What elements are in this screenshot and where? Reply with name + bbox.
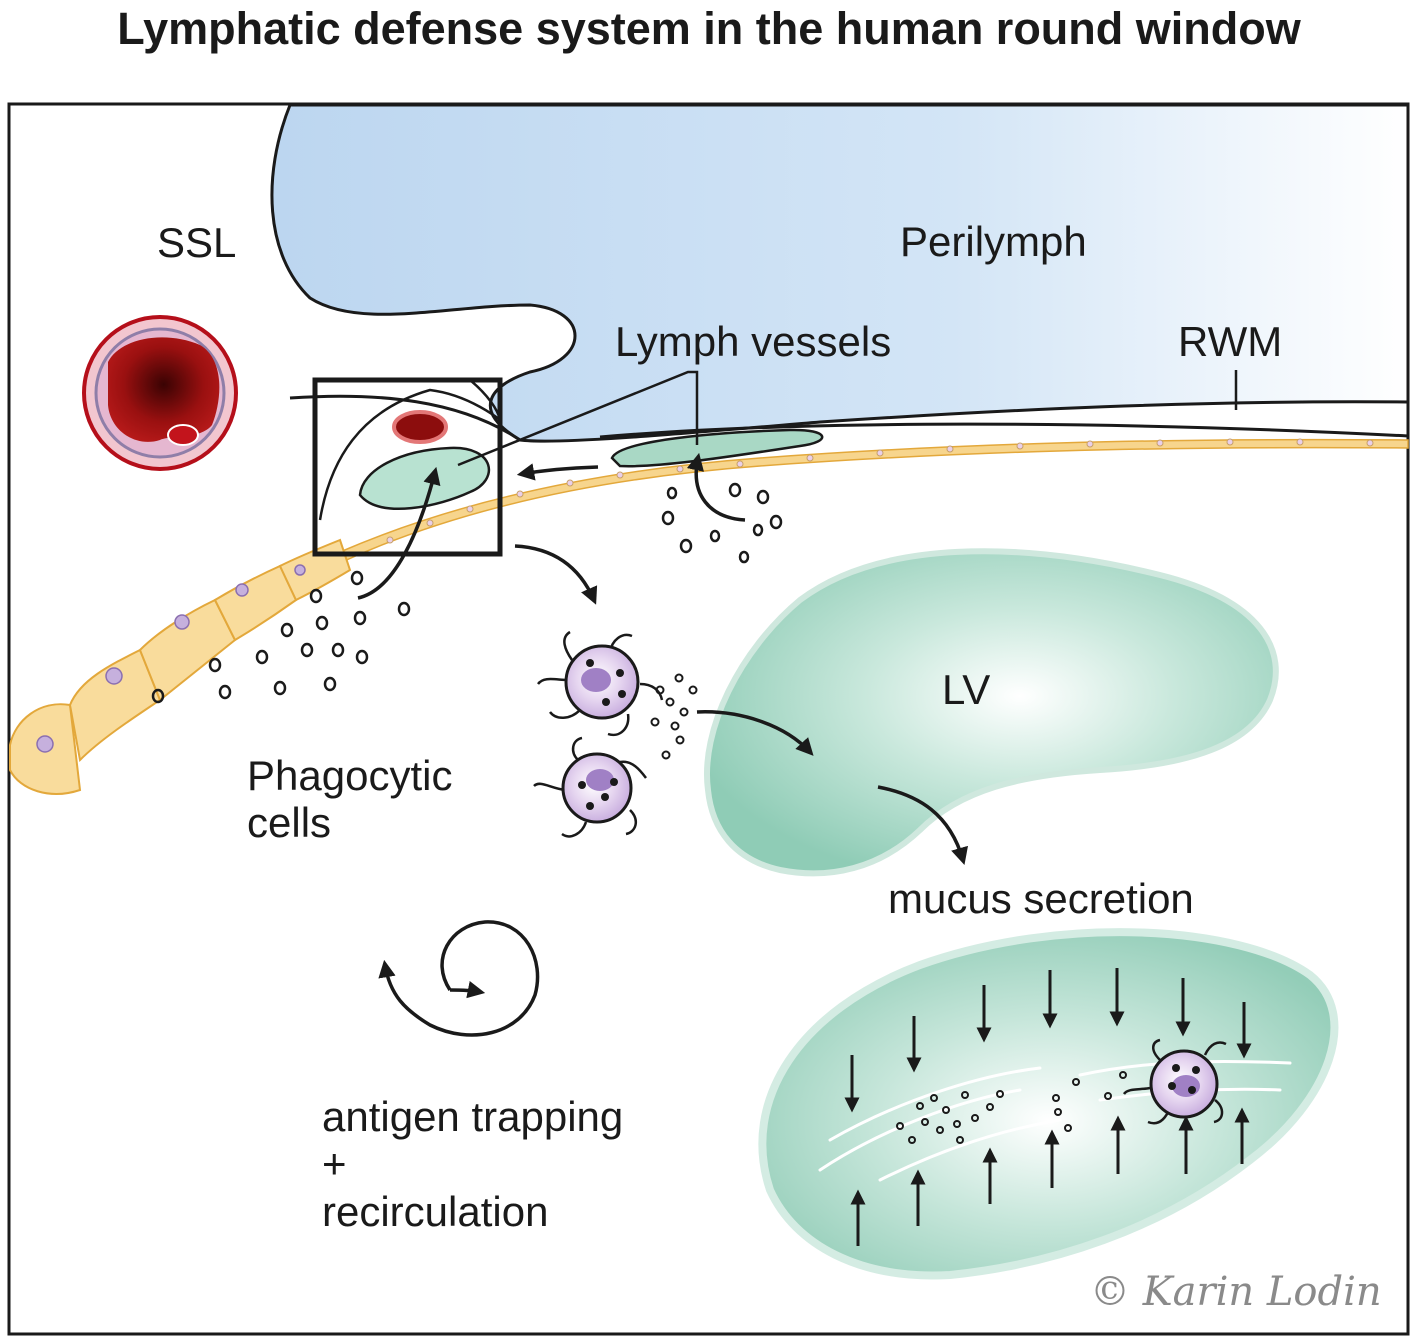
recirculation-icon — [378, 920, 540, 1037]
label-perilymph: Perilymph — [900, 218, 1087, 265]
artist-signature: © Karin Lodin — [1090, 1269, 1382, 1315]
membrane-epithelium-band — [339, 438, 1409, 564]
blood-vessel-icon — [82, 315, 238, 471]
arrow-into-box — [516, 463, 599, 481]
label-lv: LV — [942, 666, 990, 713]
arrow-into-lv — [696, 710, 814, 756]
perilymph-region — [270, 103, 1410, 443]
phagocytic-cell-bottom — [533, 736, 647, 838]
capillary-icon — [392, 410, 448, 444]
label-phagocytic-line2: cells — [247, 799, 331, 846]
label-lymph-vessels: Lymph vessels — [615, 318, 891, 365]
rwm-inner-line — [289, 394, 521, 442]
arrow-out-of-box — [514, 544, 598, 605]
arrow-up-into-box — [357, 466, 441, 600]
label-ssl: SSL — [157, 219, 236, 266]
label-antigen-line3: recirculation — [322, 1188, 548, 1235]
mucus-down-arrows — [844, 968, 1252, 1113]
mucus-particles — [896, 1071, 1127, 1144]
label-antigen-line2: + — [322, 1140, 347, 1187]
antigen-particles-membrane — [661, 482, 783, 564]
leader-lymph-vessels — [457, 370, 699, 467]
antigen-particles-left — [151, 570, 411, 704]
phagocytic-cell-gland — [1122, 1038, 1227, 1125]
label-mucus-secretion: mucus secretion — [888, 875, 1194, 922]
zoom-box — [312, 377, 503, 557]
zoom-box-curve — [318, 388, 501, 521]
arrow-out-of-lv — [877, 785, 968, 866]
label-rwm: RWM — [1178, 318, 1282, 365]
diagram-title: Lymphatic defense system in the human ro… — [117, 3, 1301, 54]
label-antigen-line1: antigen trapping — [322, 1093, 623, 1140]
membrane-epithelium-nuclei — [386, 438, 1374, 544]
antigen-particles-near-cells — [650, 673, 698, 760]
mucus-gland — [758, 928, 1339, 1280]
arrow-up-into-lymph — [686, 452, 746, 522]
lymph-vessel-membrane — [610, 428, 824, 468]
phagocytic-cell-top — [537, 630, 664, 737]
lymph-vessel-large — [704, 548, 1279, 877]
epithelial-nuclei — [36, 564, 306, 753]
rwm-membrane-line — [599, 422, 1409, 439]
lymph-vessel-box — [358, 446, 490, 511]
zoom-box-curve-2 — [469, 379, 502, 421]
label-phagocytic-line1: Phagocytic — [247, 752, 452, 799]
epithelial-cells — [9, 538, 352, 795]
mucus-up-arrows — [850, 1107, 1250, 1246]
